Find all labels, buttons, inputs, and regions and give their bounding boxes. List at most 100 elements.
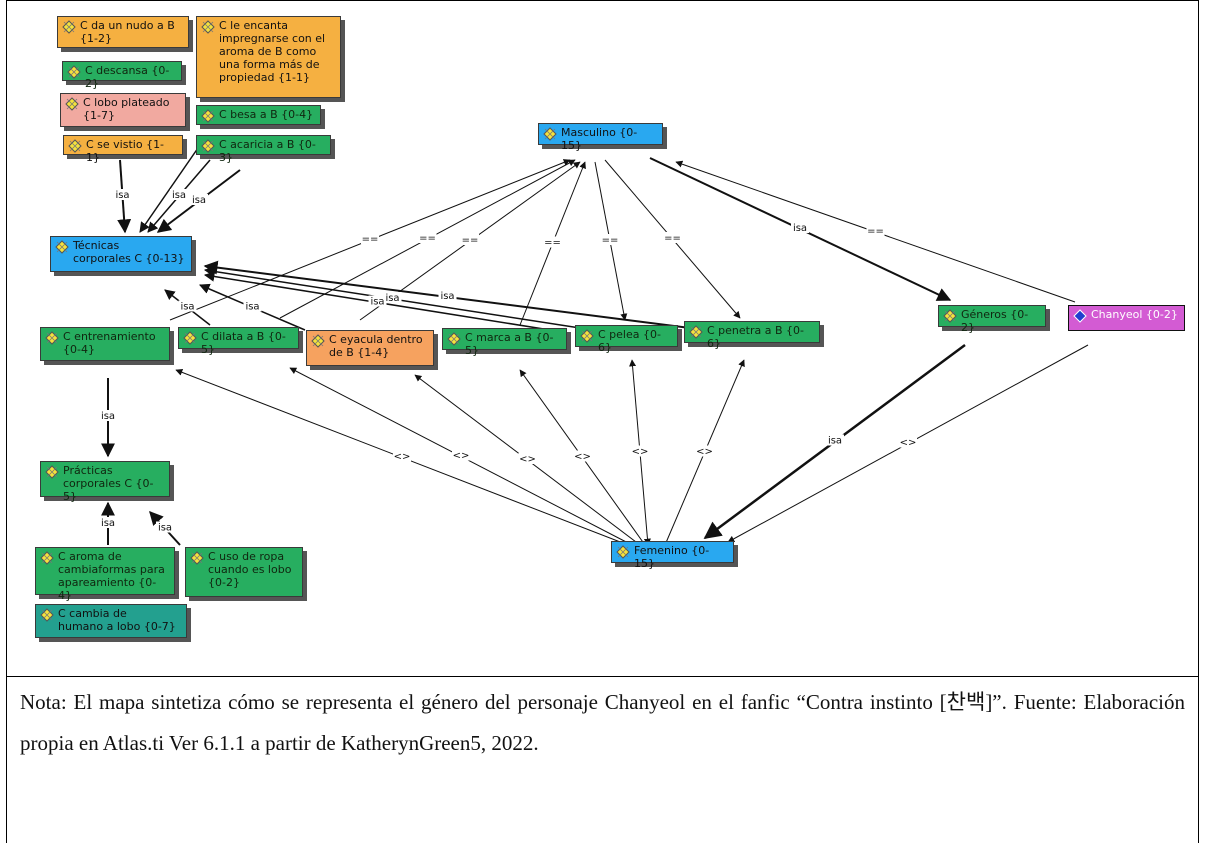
node-label: Masculino {0-15} <box>561 126 638 152</box>
code-icon <box>311 334 325 348</box>
code-icon <box>201 20 215 34</box>
edge-label: isa <box>245 302 259 313</box>
edge-label-bg <box>178 300 197 312</box>
edge-label: <> <box>574 452 591 463</box>
code-icon <box>616 545 630 559</box>
edge-label-bg <box>190 194 208 205</box>
code-node-entrenamiento[interactable]: C entrenamiento {0-4} <box>40 327 170 361</box>
code-node-generos[interactable]: Géneros {0-2} <box>938 305 1046 334</box>
edge-label: isa <box>158 523 172 534</box>
edge-label-bg <box>452 449 470 461</box>
code-node-uso-de-ropa[interactable]: C uso de ropa cuando es lobo {0-2} <box>185 547 303 597</box>
code-node-pelea[interactable]: C pelea {0-6} <box>575 325 678 354</box>
code-icon <box>943 309 957 323</box>
node-label: C cambia de humano a lobo {0-7} <box>58 607 176 633</box>
node-label: C entrenamiento {0-4} <box>63 330 156 356</box>
edge-label-bg <box>663 232 682 243</box>
edge-label-bg <box>695 445 714 457</box>
code-icon <box>190 551 204 565</box>
edge-label: isa <box>370 297 384 308</box>
code-node-penetra[interactable]: C penetra a B {0-6} <box>684 321 820 350</box>
edge-label: isa <box>180 302 194 313</box>
node-label: Femenino {0-15} <box>634 544 710 570</box>
edge-label: <> <box>453 451 470 462</box>
code-node-eyacula[interactable]: C eyacula dentro de B {1-4} <box>306 330 434 366</box>
edge-label: == <box>867 226 884 237</box>
edge-label-bg <box>243 300 262 312</box>
edge-label: <> <box>519 454 536 465</box>
code-node-lobo-plateado[interactable]: C lobo plateado {1-7} <box>60 93 186 127</box>
figure-frame <box>6 0 1199 843</box>
node-label: Géneros {0-2} <box>961 308 1029 334</box>
family-icon <box>1073 309 1087 323</box>
node-label: C penetra a B {0-6} <box>707 324 804 350</box>
code-node-descansa[interactable]: C descansa {0-2} <box>62 61 182 90</box>
edge-label: == <box>419 233 436 244</box>
edge-label: isa <box>101 411 115 422</box>
node-label: C lobo plateado {1-7} <box>83 96 170 122</box>
code-icon <box>183 331 197 345</box>
edge-label: isa <box>115 190 129 201</box>
edge-label: == <box>462 235 479 246</box>
caption-divider <box>6 676 1199 677</box>
edge-label-bg <box>899 436 917 448</box>
edge-label: == <box>602 235 619 246</box>
code-icon <box>55 240 69 254</box>
edge-label-bg <box>573 450 592 462</box>
edge-label: isa <box>385 293 399 304</box>
edge-label-bg <box>518 453 537 464</box>
edge-label-bg <box>99 517 117 528</box>
edge-label-bg <box>418 232 437 243</box>
code-node-tecnicas-corporales[interactable]: Técnicas corporales C {0-13} <box>50 236 192 272</box>
code-node-se-vistio[interactable]: C se vistio {1-1} <box>63 135 183 164</box>
node-label: C se vistio {1-1} <box>86 138 165 164</box>
node-label: C aroma de cambiaformas para apareamient… <box>58 550 165 602</box>
edge-label: isa <box>192 195 206 206</box>
node-label: C uso de ropa cuando es lobo {0-2} <box>208 550 292 589</box>
edge-label-bg <box>170 189 188 200</box>
code-node-cambia-de-humano[interactable]: C cambia de humano a lobo {0-7} <box>35 604 187 638</box>
code-node-le-encanta[interactable]: C le encanta impregnarse con el aroma de… <box>196 16 341 98</box>
code-node-acaricia[interactable]: C acaricia a B {0-3} <box>196 135 331 164</box>
node-label: C descansa {0-2} <box>85 64 170 90</box>
edge-label-bg <box>438 290 457 301</box>
family-node-chanyeol[interactable]: Chanyeol {0-2} <box>1068 305 1185 331</box>
edge-label-bg <box>601 234 619 245</box>
node-label: C dilata a B {0-5} <box>201 330 286 356</box>
edge-label: <> <box>900 438 917 449</box>
code-node-practicas-corporales[interactable]: Prácticas corporales C {0-5} <box>40 461 170 503</box>
edge-label-bg <box>113 189 132 200</box>
edge-label-bg <box>383 292 402 303</box>
code-icon <box>201 109 215 123</box>
code-node-dilata[interactable]: C dilata a B {0-5} <box>178 327 299 356</box>
edge-label: isa <box>793 223 807 234</box>
edge-label-bg <box>791 222 809 233</box>
code-icon <box>62 20 76 34</box>
node-label: Técnicas corporales C {0-13} <box>73 239 185 265</box>
code-node-da-un-nudo[interactable]: C da un nudo a B {1-2} <box>57 16 189 48</box>
edge-label-bg <box>99 410 117 421</box>
edge-label: isa <box>828 436 842 447</box>
edge-label-bg <box>156 521 174 533</box>
code-icon <box>65 97 79 111</box>
code-node-masculino[interactable]: Masculino {0-15} <box>538 123 663 152</box>
code-node-besa[interactable]: C besa a B {0-4} <box>196 105 321 125</box>
code-node-aroma-cambiaformas[interactable]: C aroma de cambiaformas para apareamient… <box>35 547 175 602</box>
code-icon <box>45 331 59 345</box>
code-icon <box>201 139 215 153</box>
edge-label-bg <box>543 236 562 248</box>
code-node-marca[interactable]: C marca a B {0-5} <box>442 328 567 357</box>
node-label: C besa a B {0-4} <box>219 108 314 121</box>
node-label: C eyacula dentro de B {1-4} <box>329 333 423 359</box>
node-label: Prácticas corporales C {0-5} <box>63 464 154 503</box>
code-icon <box>580 329 594 343</box>
edge-label-bg <box>826 434 844 446</box>
code-node-femenino[interactable]: Femenino {0-15} <box>611 541 734 570</box>
code-icon <box>689 325 703 339</box>
code-icon <box>543 127 557 141</box>
node-label: Chanyeol {0-2} <box>1091 308 1178 321</box>
edge-label-bg <box>866 225 885 236</box>
code-icon <box>40 551 54 565</box>
edge-label: == <box>664 233 681 244</box>
